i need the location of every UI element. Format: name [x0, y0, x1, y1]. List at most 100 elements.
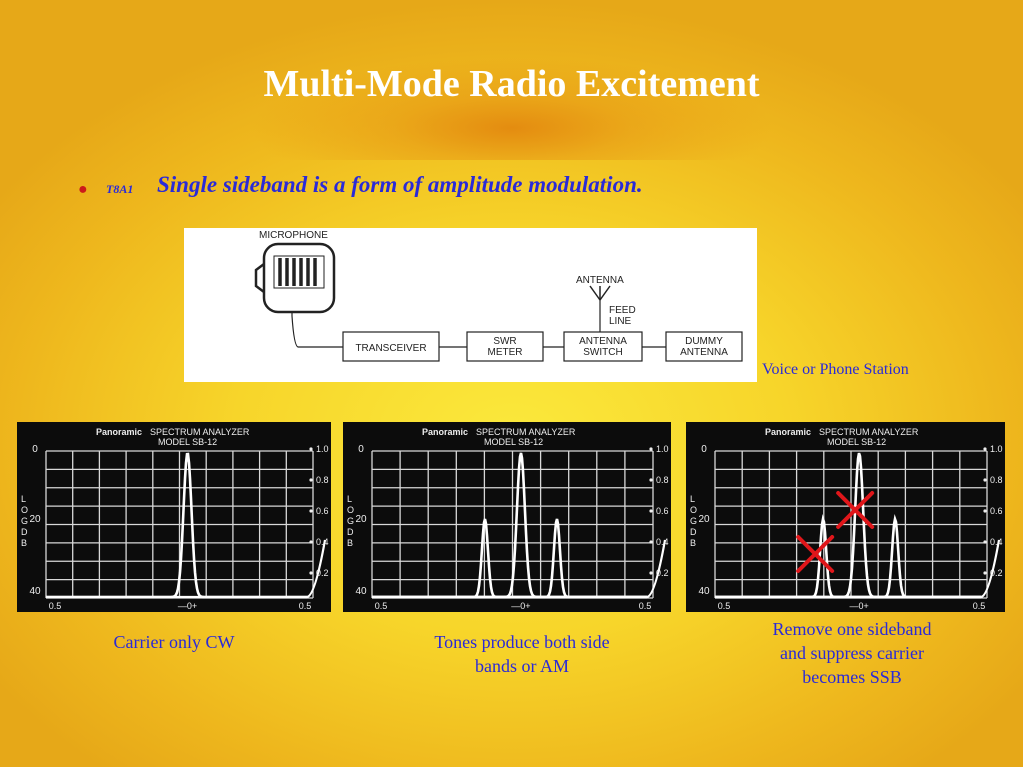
- tick-dot: [649, 540, 653, 544]
- caption-line: bands or AM: [475, 656, 569, 676]
- analyzer-brand: Panoramic: [765, 427, 811, 437]
- label-transceiver: TRANSCEIVER: [355, 343, 426, 354]
- analyzer-model: MODEL SB-12: [827, 437, 886, 447]
- baseline-trace: [372, 539, 667, 599]
- x-label-right: 0.5: [299, 601, 312, 611]
- caption-line: and suppress carrier: [780, 643, 924, 663]
- tick-dot: [309, 540, 313, 544]
- caption-am: Tones produce both side bands or AM: [386, 630, 658, 678]
- cross-mark-icon: [836, 491, 875, 529]
- bullet-dot-icon: ●: [78, 181, 88, 198]
- title-glow: [0, 0, 1023, 160]
- y-axis-letter: G: [21, 516, 28, 526]
- y-axis-letter: L: [21, 494, 26, 504]
- right-label: 1.0: [316, 444, 329, 454]
- y-label-0: 0: [701, 444, 707, 455]
- y-label-0: 0: [32, 444, 38, 455]
- right-label: 0.8: [316, 475, 329, 485]
- tick-dot: [309, 478, 313, 482]
- y-axis-letter: B: [21, 538, 27, 548]
- y-axis-letter: B: [690, 538, 696, 548]
- right-label: 0.4: [990, 537, 1003, 547]
- right-label: 0.4: [656, 537, 669, 547]
- label-antenna: ANTENNA: [576, 275, 624, 286]
- label-antenna-switch-1: ANTENNA: [579, 336, 627, 347]
- microphone-icon: [254, 242, 336, 348]
- x-label-right: 0.5: [639, 601, 652, 611]
- tick-dot: [649, 447, 653, 451]
- tick-dot: [649, 478, 653, 482]
- right-label: 1.0: [990, 444, 1003, 454]
- cross-mark-icon: [796, 535, 835, 573]
- y-label-20: 20: [29, 514, 41, 525]
- grid: [714, 450, 988, 599]
- diagram-caption: Voice or Phone Station: [762, 361, 909, 378]
- right-label: 0.2: [316, 568, 329, 578]
- right-label: 0.2: [656, 568, 669, 578]
- tick-dot: [983, 447, 987, 451]
- tick-dot: [309, 447, 313, 451]
- tick-dot: [649, 509, 653, 513]
- caption-line: Carrier only CW: [113, 632, 235, 652]
- x-label-left: 0.5: [375, 601, 388, 611]
- label-microphone: MICROPHONE: [259, 230, 328, 241]
- tick-dot: [983, 478, 987, 482]
- right-label: 0.2: [990, 568, 1003, 578]
- y-axis-letter: D: [347, 527, 354, 537]
- station-diagram: MICROPHONE ANTENNA FEE: [184, 228, 757, 382]
- x-label-left: 0.5: [718, 601, 731, 611]
- y-axis-letter: O: [690, 505, 697, 515]
- y-label-0: 0: [358, 444, 364, 455]
- y-label-20: 20: [355, 514, 367, 525]
- tick-dot: [309, 509, 313, 513]
- analyzer-title: SPECTRUM ANALYZER: [476, 427, 576, 437]
- x-label-center: —0+: [511, 601, 530, 611]
- right-label: 0.8: [656, 475, 669, 485]
- x-label-right: 0.5: [973, 601, 986, 611]
- tick-dot: [983, 509, 987, 513]
- caption-cw: Carrier only CW: [60, 630, 288, 654]
- baseline-trace: [715, 539, 1001, 599]
- sideband-peak: [715, 513, 981, 599]
- label-meter: METER: [488, 347, 523, 358]
- tick-dot: [309, 571, 313, 575]
- analyzer-model: MODEL SB-12: [158, 437, 217, 447]
- analyzer-brand: Panoramic: [422, 427, 468, 437]
- caption-ssb: Remove one sideband and suppress carrier…: [722, 617, 982, 689]
- right-label: 0.6: [316, 506, 329, 516]
- dummy-antenna-box: [665, 331, 743, 362]
- y-axis-letter: O: [21, 505, 28, 515]
- sideband-peak: [372, 518, 647, 599]
- antenna-icon: [589, 285, 611, 301]
- right-label: 1.0: [656, 444, 669, 454]
- y-axis-letter: G: [347, 516, 354, 526]
- label-feed: FEED: [609, 305, 636, 316]
- caption-line: becomes SSB: [802, 667, 902, 687]
- y-axis-letter: G: [690, 516, 697, 526]
- label-swr: SWR: [493, 336, 516, 347]
- transceiver-box: [342, 331, 440, 362]
- question-code: T8A1: [106, 182, 134, 196]
- y-axis-letter: D: [21, 527, 28, 537]
- label-dummy: DUMMY: [685, 336, 723, 347]
- y-label-20: 20: [698, 514, 710, 525]
- y-axis-letter: D: [690, 527, 697, 537]
- tick-dot: [649, 571, 653, 575]
- x-label-center: —0+: [178, 601, 197, 611]
- baseline-trace: [46, 539, 327, 599]
- swr-meter-box: [466, 331, 544, 362]
- analyzer-brand: Panoramic: [96, 427, 142, 437]
- x-label-left: 0.5: [49, 601, 62, 611]
- carrier-peak: [46, 452, 307, 599]
- sideband-peak: [372, 518, 647, 599]
- right-label: 0.8: [990, 475, 1003, 485]
- label-line: LINE: [609, 316, 632, 327]
- tick-dot: [983, 571, 987, 575]
- analyzer-model: MODEL SB-12: [484, 437, 543, 447]
- caption-line: Tones produce both side: [434, 632, 610, 652]
- y-axis-letter: L: [347, 494, 352, 504]
- tick-dot: [983, 540, 987, 544]
